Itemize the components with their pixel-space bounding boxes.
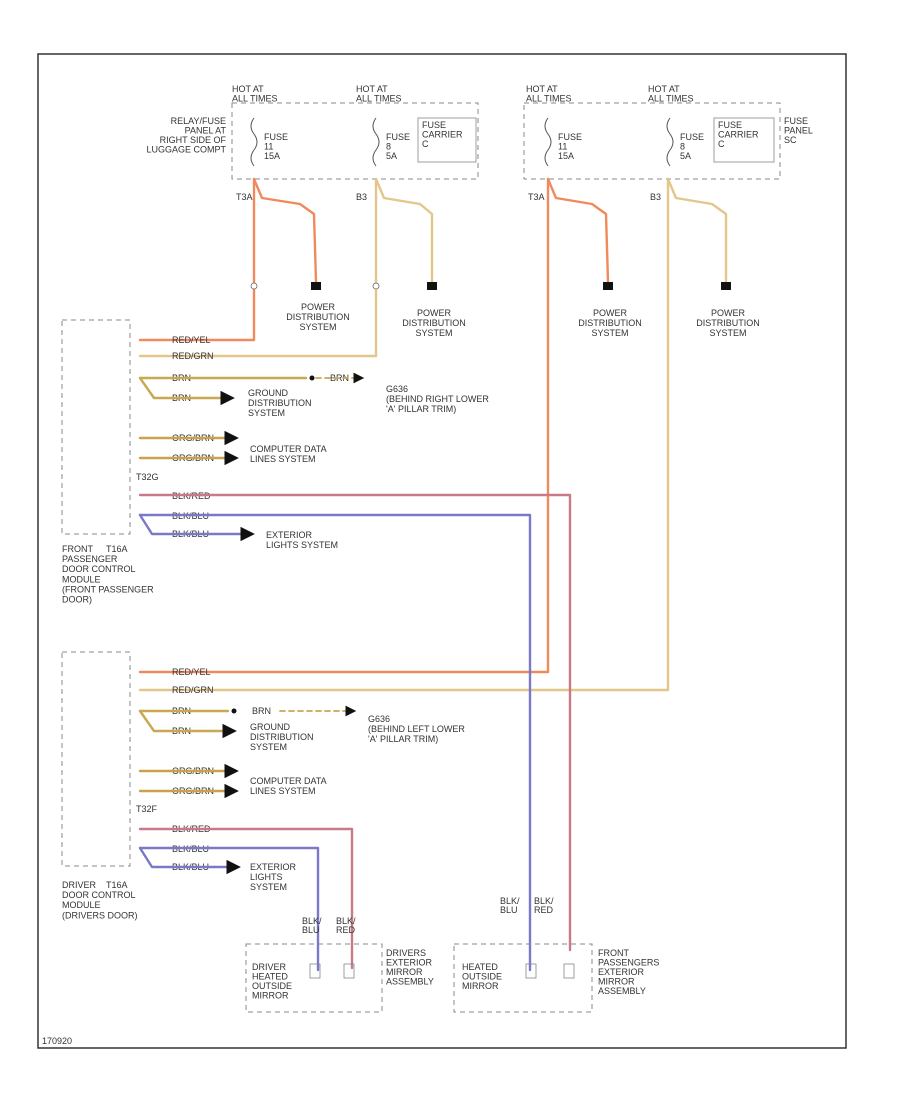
- front-module-connector: T32G: [136, 472, 159, 482]
- diagram-frame: [37, 53, 847, 1049]
- front-wire-red-yel: RED/YEL: [172, 335, 211, 345]
- driver-wire-red-yel: RED/YEL: [172, 667, 211, 677]
- front-ground-label: G636(BEHIND RIGHT LOWER'A' PILLAR TRIM): [386, 384, 489, 414]
- driver-ground-label: G636(BEHIND LEFT LOWER'A' PILLAR TRIM): [368, 714, 465, 744]
- driver-mirror-wire-blu: BLK/BLU: [302, 916, 322, 935]
- right-fuse-wires: [138, 177, 731, 692]
- right-pin-a: T3A: [528, 192, 545, 202]
- driver-module-connector: T32F: [136, 804, 158, 814]
- driver-wire-red-grn: RED/GRN: [172, 685, 214, 695]
- driver-wire-brn-c: BRN: [252, 706, 271, 716]
- driver-module-pin: T16A: [106, 880, 128, 890]
- left-pin-a: T3A: [236, 192, 253, 202]
- passenger-mirror-wire-red: BLK/RED: [534, 896, 554, 915]
- front-module-pin: T16A: [106, 544, 128, 554]
- left-pin-b: B3: [356, 192, 367, 202]
- passenger-mirror-wire-blu: BLK/BLU: [500, 896, 520, 915]
- figure-id: 170920: [42, 1036, 72, 1046]
- driver-mirror-wire-red: BLK/RED: [336, 916, 356, 935]
- right-pin-b: B3: [650, 192, 661, 202]
- left-fuse-wires: [138, 177, 437, 358]
- front-wire-red-grn: RED/GRN: [172, 351, 214, 361]
